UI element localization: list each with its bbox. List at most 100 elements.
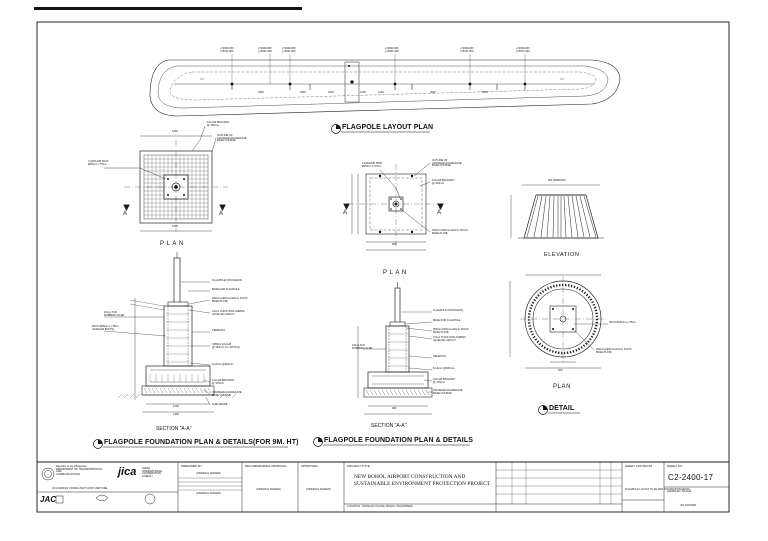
layout-plan-title: FLAGPOLE LAYOUT PLAN xyxy=(342,124,434,131)
middle-section-leaders xyxy=(362,311,433,393)
flagpole-layout-plan xyxy=(149,54,621,117)
dim-elevation-top: 900 (500DIAM) xyxy=(548,179,566,182)
note-backway: 10mmØ BACKWAY @ 150mm xyxy=(207,121,230,127)
detail-bolts xyxy=(552,308,574,330)
left-section-leaders xyxy=(103,281,211,406)
coord-6: x=3600.000 y=4971.000 xyxy=(516,47,530,53)
note-ties: 6-12mm @200mm xyxy=(212,363,234,366)
signed-1: (ORIGINAL SIGNED) xyxy=(196,472,221,475)
agency-dotc: Republic of the Philippines DEPARTMENT O… xyxy=(56,465,103,476)
sheet-contents: FLAGPOLE LAYOUT PLAN AND FOUNDATION DETA… xyxy=(625,488,691,491)
middle-plan-bolts xyxy=(378,174,414,234)
detail-plan-label: PLAN xyxy=(553,384,572,390)
section-mark-a-left: A xyxy=(123,211,128,217)
left-section-label: SECTION "A-A" xyxy=(156,426,192,432)
firm-seal-icon xyxy=(55,495,64,504)
note-grout: 10mm THICK NON-SHRINK LEVELING GROUT xyxy=(212,310,245,316)
jica-agency: JAPAN INTERNATIONAL COOPERATION AGENCY xyxy=(142,467,163,478)
consultant-line: JICA DESIGN CONSULTANT JOINT VENTURE xyxy=(52,487,108,490)
left-plan-bolts xyxy=(167,178,185,196)
project-title-label: PROJECT TITLE xyxy=(347,464,370,468)
note-base-plate-mid: 300mmx300mmx10mm THICK BASE PLATE xyxy=(432,229,468,235)
foundation-plan-middle xyxy=(343,162,444,251)
title-markers xyxy=(93,124,548,449)
elevation-label: ELEVATION xyxy=(544,252,580,258)
middle-section-hatch xyxy=(365,389,430,396)
title-block xyxy=(37,461,729,512)
note-pedestal: PEDESTAL xyxy=(212,329,226,332)
note-base-plate: 300mmx300mmx20mm THICK BASE PLATE xyxy=(212,297,248,303)
prepared-by-label: PREPARED BY xyxy=(181,464,203,468)
note-pedestal-mid: PEDESTAL xyxy=(433,355,447,358)
note-outline: OUTLINE OF CRUSHED AGGREGATE BASE COURSE xyxy=(217,134,247,143)
note-spiral: SPIRAL 10mmØ @ 100mm O.C.(PITCH) xyxy=(212,343,240,349)
section-mark-a-mid-left: A xyxy=(343,210,348,216)
coord-4: x=3600.000 y=4501.000 xyxy=(385,47,399,53)
approved-label: APPROVED xyxy=(301,464,318,468)
dim-plan-top: 1200 xyxy=(172,130,178,133)
signed-3: (ORIGINAL SIGNED) xyxy=(256,488,281,491)
note-rubber-filler-mid: 10mm THK. RUBBER FILLER xyxy=(352,344,373,350)
jv-logo-icon xyxy=(95,494,109,502)
sheet-number: C2-2400-17 xyxy=(668,473,714,482)
note-base-flagpole: BASE FOR FLAGPOLE xyxy=(212,288,240,291)
dotc-seal-icon xyxy=(41,467,55,481)
note-anchor-section: 4PCS Ø25mm L=75cm. (ANCHOR BOLTS) xyxy=(92,325,120,331)
sheet-contents-label: SHEET CONTENTS xyxy=(625,464,653,468)
dim-section-width: 1400 xyxy=(173,413,179,416)
detail-plan-ring xyxy=(509,274,608,369)
note-flagpole-mid: FLAGPOLE (STAINLESS) xyxy=(433,309,464,312)
note-anchor-mid: 4 ANCHOR BOLT Ø25mm L=75cm. xyxy=(362,162,383,168)
dim-plan-width: 1200 xyxy=(172,225,178,228)
base-elevation xyxy=(510,184,604,239)
top-margin-bar xyxy=(34,7,302,10)
note-base-flagpole-mid: BASE FOR FLAGPOLE xyxy=(433,319,461,322)
signed-4: (ORIGINAL SIGNED) xyxy=(306,488,331,491)
sheet-no-label: SHEET NO. xyxy=(667,464,684,468)
dim-detail-width: 600 xyxy=(558,369,563,372)
note-backway-mid: 12mmØ BACKWAY @ 175mm xyxy=(433,378,456,384)
scale-value: AS SHOWN xyxy=(680,503,697,507)
coord-5: x=3600.000 y=5011.000 xyxy=(460,47,474,53)
signed-2: (ORIGINAL SIGNED) xyxy=(196,492,221,495)
note-base-plate-detail: 300mmx300mmx10mm THICK BASE PLATE xyxy=(596,348,632,354)
left-plan-leaders xyxy=(104,125,217,180)
note-ties-mid: 6-12mm @200mm xyxy=(433,367,455,370)
note-rebar-mid: 10mmØ BACKWAY @ 200mm xyxy=(432,179,455,185)
left-section-hatch xyxy=(117,387,237,399)
layout-markers xyxy=(230,65,527,86)
note-anchor-left: 4 ANCHOR BOLT Ø25mm x 75cm. xyxy=(88,160,109,166)
foundation-title: FLAGPOLE FOUNDATION PLAN & DETAILS xyxy=(324,437,473,444)
dim-section-base: 1200 xyxy=(173,405,179,408)
jac-logo: JAC xyxy=(40,495,57,504)
project-title: NEW BOHOL AIRPORT CONSTRUCTION AND SUSTA… xyxy=(354,474,491,487)
foundation-section-left xyxy=(129,252,215,413)
note-rubber-filler: 10mm THK. RUBBER FILLER xyxy=(104,311,125,317)
foundation-section-middle xyxy=(357,282,433,415)
coord-3: x=3600.000 y=4511.000 xyxy=(282,47,296,53)
section-mark-a-mid-right: A xyxy=(437,210,442,216)
note-backway-sec: 12mmØ BACKWAY @ 175mm xyxy=(212,379,235,385)
note-subgrade: SUB-GRADE xyxy=(212,403,228,406)
note-anchor-detail: 4PCS Ø25mm L=75cm. xyxy=(609,321,637,324)
firm-logo-icon xyxy=(144,493,156,505)
section-mark-a-right: A xyxy=(219,211,224,217)
foundation-9m-title: FLAGPOLE FOUNDATION PLAN & DETAILS(FOR 9… xyxy=(104,439,299,446)
middle-plan-label: P L A N xyxy=(383,270,407,276)
left-plan-label: P L A N xyxy=(160,241,184,247)
note-crushed-mid: CRUSHED AGGREGATE BASE COURSE xyxy=(433,389,463,395)
scale-label: GRAPHIC SCALE xyxy=(667,489,692,493)
note-grout-mid: 10mm THICK NON-SHRINK LEVELING GROUT xyxy=(433,336,466,342)
detail-title: DETAIL xyxy=(549,405,575,412)
title-marker-fills xyxy=(98,124,548,444)
title-block-logos xyxy=(41,467,156,505)
location: LOCATION : PANGLAO ISLAND, BOHOL, PHILIP… xyxy=(347,505,413,508)
jica-logo: jica xyxy=(118,466,137,478)
note-crushed: CRUSHED AGGREGATE BASE COURSE xyxy=(212,391,242,397)
sheet-border xyxy=(36,21,730,513)
recommending-label: RECOMMENDING APPROVAL xyxy=(245,464,287,468)
dim-mid-width: 900 xyxy=(392,243,397,246)
middle-section-label: SECTION "A-A" xyxy=(371,423,407,429)
